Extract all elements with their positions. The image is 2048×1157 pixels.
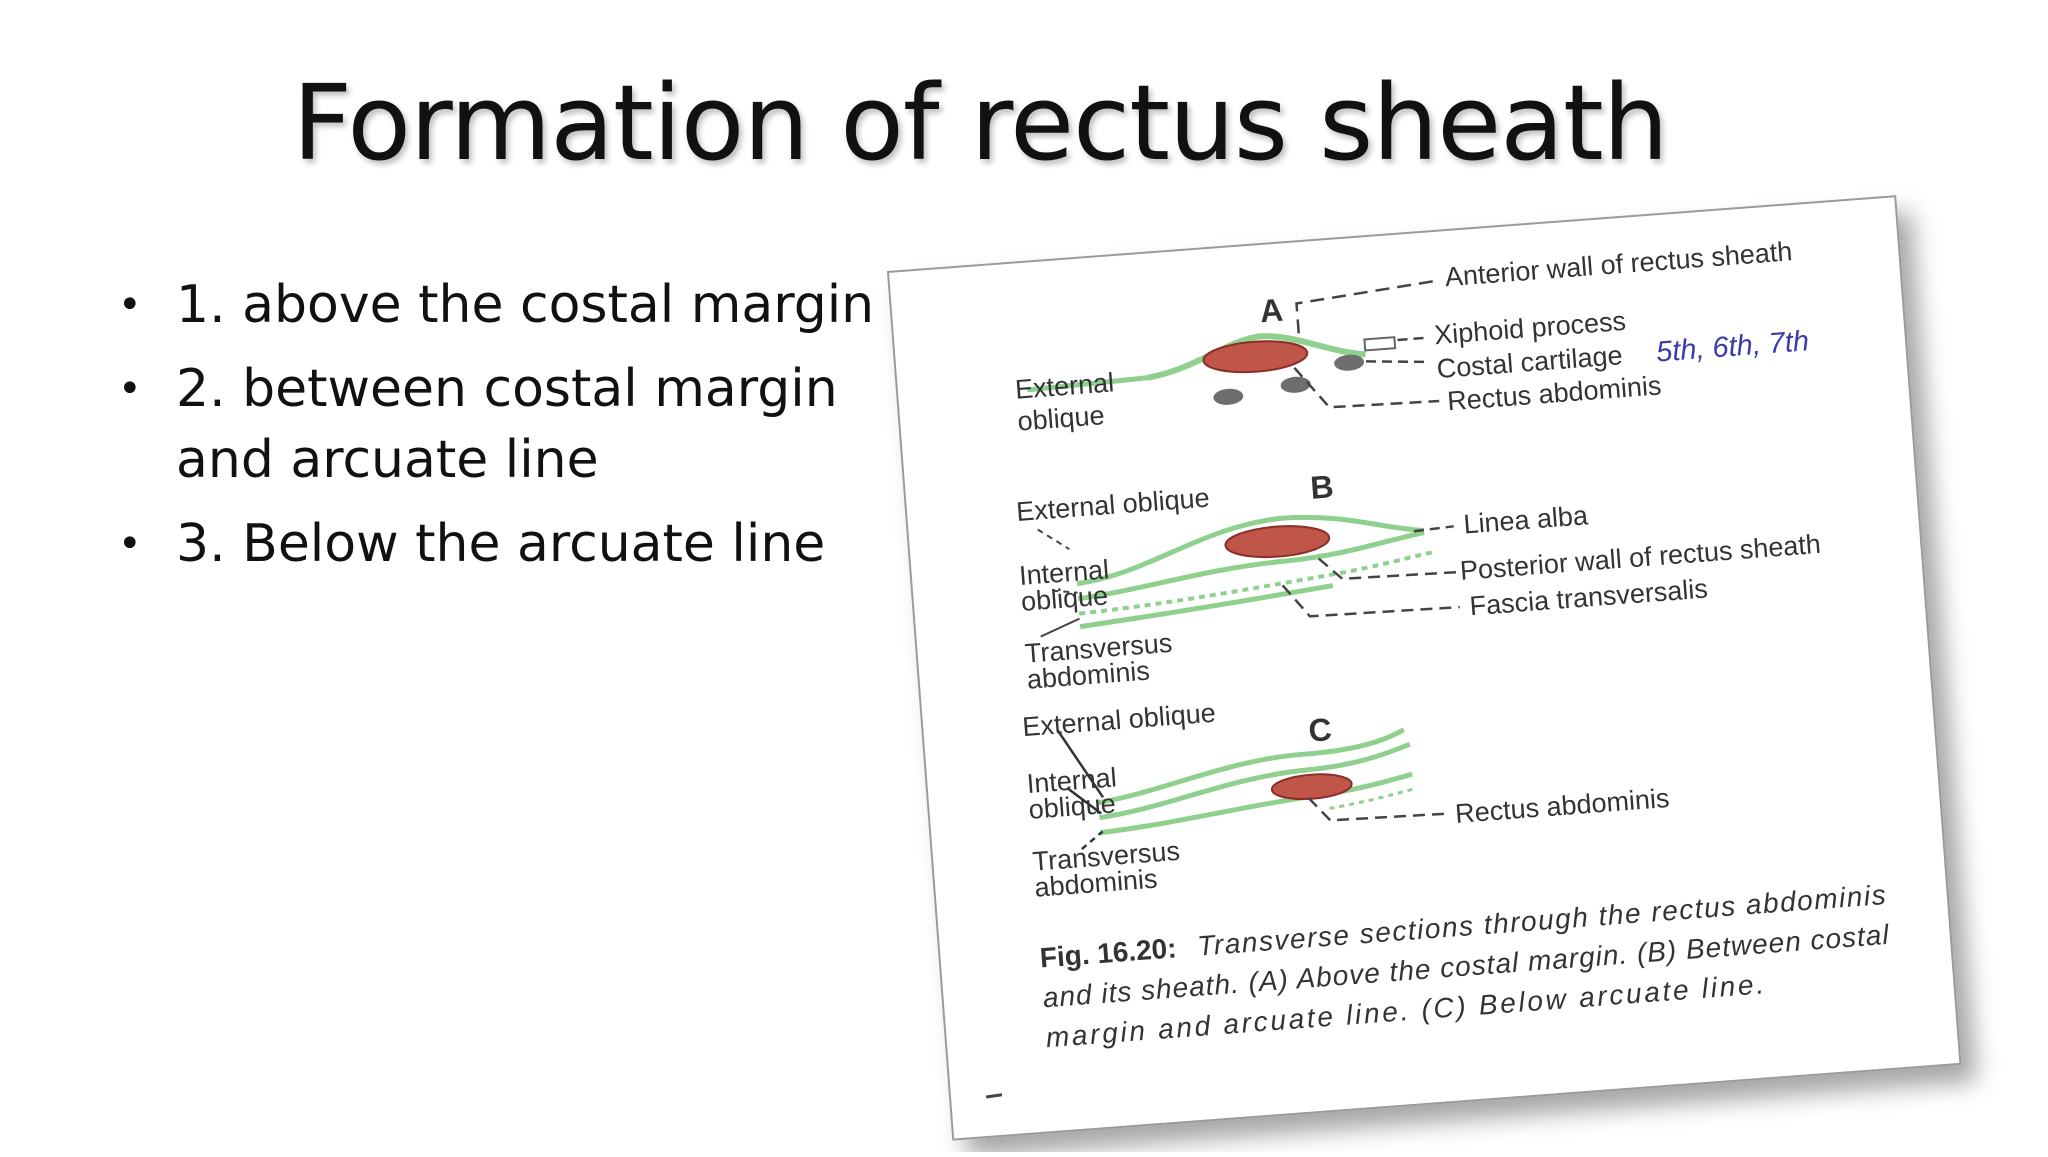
leader-line (1066, 787, 1102, 815)
transversus-label-c1: Transversus (1032, 836, 1181, 877)
leader-line (1317, 557, 1458, 581)
photo-card: A Anterior wall of rectus sheath Xiphoid… (886, 195, 1962, 1141)
xiphoid-label: Xiphoid process (1433, 306, 1627, 350)
bullet-item: • 3. Below the arcuate line (118, 509, 878, 580)
section-b-letter: B (1309, 468, 1335, 506)
costal-cartilage-shape (1280, 376, 1311, 393)
leader-line (1081, 830, 1104, 851)
bullet-marker: • (118, 366, 142, 412)
anterior-wall-label: Anterior wall of rectus sheath (1444, 236, 1793, 292)
bullet-text: 3. Below the arcuate line (176, 514, 826, 574)
section-a: A Anterior wall of rectus sheath Xiphoid… (1014, 236, 1810, 436)
leader-line (1293, 366, 1440, 409)
leader-line (1397, 336, 1425, 342)
section-c-layer-2 (1099, 741, 1411, 821)
bullet-marker: • (118, 521, 142, 567)
corner-mark (985, 1093, 1003, 1099)
section-b-anterior-layer (1076, 514, 1425, 587)
bullet-item: • 2. between costal margin and arcuate li… (118, 354, 878, 496)
handwritten-note: 5th, 6th, 7th (1655, 325, 1810, 368)
costal-cartilage-label: Costal cartilage (1436, 340, 1624, 384)
section-b-fascia (1078, 549, 1436, 616)
section-c-fascia (1329, 787, 1414, 810)
rectus-label-a: Rectus abdominis (1446, 370, 1662, 416)
leader-line (1040, 617, 1080, 638)
transversus-label-b1: Transversus (1024, 628, 1173, 669)
leader-line (1037, 528, 1070, 551)
section-c-layer-1 (1097, 727, 1406, 806)
external-oblique-label-b: External oblique (1015, 483, 1210, 527)
transversus-label-c2: abdominis (1033, 864, 1158, 903)
external-oblique-label-a1: External (1014, 367, 1115, 404)
section-b-posterior-layer (1077, 530, 1425, 602)
caption-line-3: margin and arcuate line. (C) Below arcua… (1045, 968, 1765, 1053)
internal-oblique-label-b1: Internal (1018, 554, 1110, 591)
section-c: C External oblique Internal oblique Tran… (1021, 698, 1670, 903)
bullet-item: • 1. above the costal margin (118, 270, 878, 341)
section-b-transversus (1079, 583, 1334, 630)
external-oblique-label-c: External oblique (1021, 698, 1216, 742)
section-a-external-oblique (1026, 375, 1147, 393)
leader-line (1307, 797, 1446, 822)
fascia-transversalis-label: Fascia transversalis (1469, 573, 1709, 621)
bullet-text: 2. between costal margin and arcuate lin… (176, 359, 838, 490)
section-c-letter: C (1307, 711, 1333, 749)
external-oblique-label-a2: oblique (1016, 400, 1105, 436)
leader-line (1366, 360, 1427, 364)
section-b-rectus-muscle (1224, 525, 1331, 559)
leader-line (1056, 729, 1105, 799)
internal-oblique-label-c2: oblique (1028, 788, 1117, 824)
leader-line (1413, 525, 1454, 533)
bullet-marker: • (118, 282, 142, 328)
internal-oblique-label-c1: Internal (1026, 762, 1118, 799)
transversus-label-b2: abdominis (1026, 656, 1151, 695)
section-b: B External oblique Internal oblique Tran… (1015, 468, 1822, 695)
caption-line-2: and its sheath. (A) Above the costal mar… (1042, 919, 1891, 1014)
costal-cartilage-shape (1213, 388, 1244, 405)
bullet-list: • 1. above the costal margin • 2. between … (118, 270, 878, 593)
posterior-wall-label: Posterior wall of rectus sheath (1459, 529, 1822, 586)
slide-title: Formation of rectus sheath (292, 62, 1668, 184)
bullet-text: 1. above the costal margin (176, 275, 875, 335)
leader-line (1281, 584, 1460, 618)
section-a-letter: A (1259, 292, 1285, 330)
linea-alba-label: Linea alba (1462, 500, 1589, 539)
photo-card-background (886, 195, 1962, 1141)
section-a-rectus-muscle (1202, 340, 1309, 374)
internal-oblique-label-b2: oblique (1020, 580, 1109, 616)
costal-cartilage-shape (1334, 354, 1365, 371)
figure-caption: Fig. 16.20: Transverse sections through … (1039, 879, 1891, 1053)
caption-fig-label: Fig. 16.20: (1039, 932, 1178, 973)
leader-line (1295, 279, 1436, 334)
caption-line-1: Transverse sections through the rectus a… (1196, 879, 1886, 962)
xiphoid-shape (1363, 336, 1397, 352)
rectus-label-c: Rectus abdominis (1454, 783, 1670, 829)
leader-line (1052, 589, 1078, 594)
section-c-rectus-muscle (1270, 773, 1353, 801)
section-c-layer-3 (1100, 771, 1413, 836)
section-a-sheath (1146, 333, 1366, 381)
